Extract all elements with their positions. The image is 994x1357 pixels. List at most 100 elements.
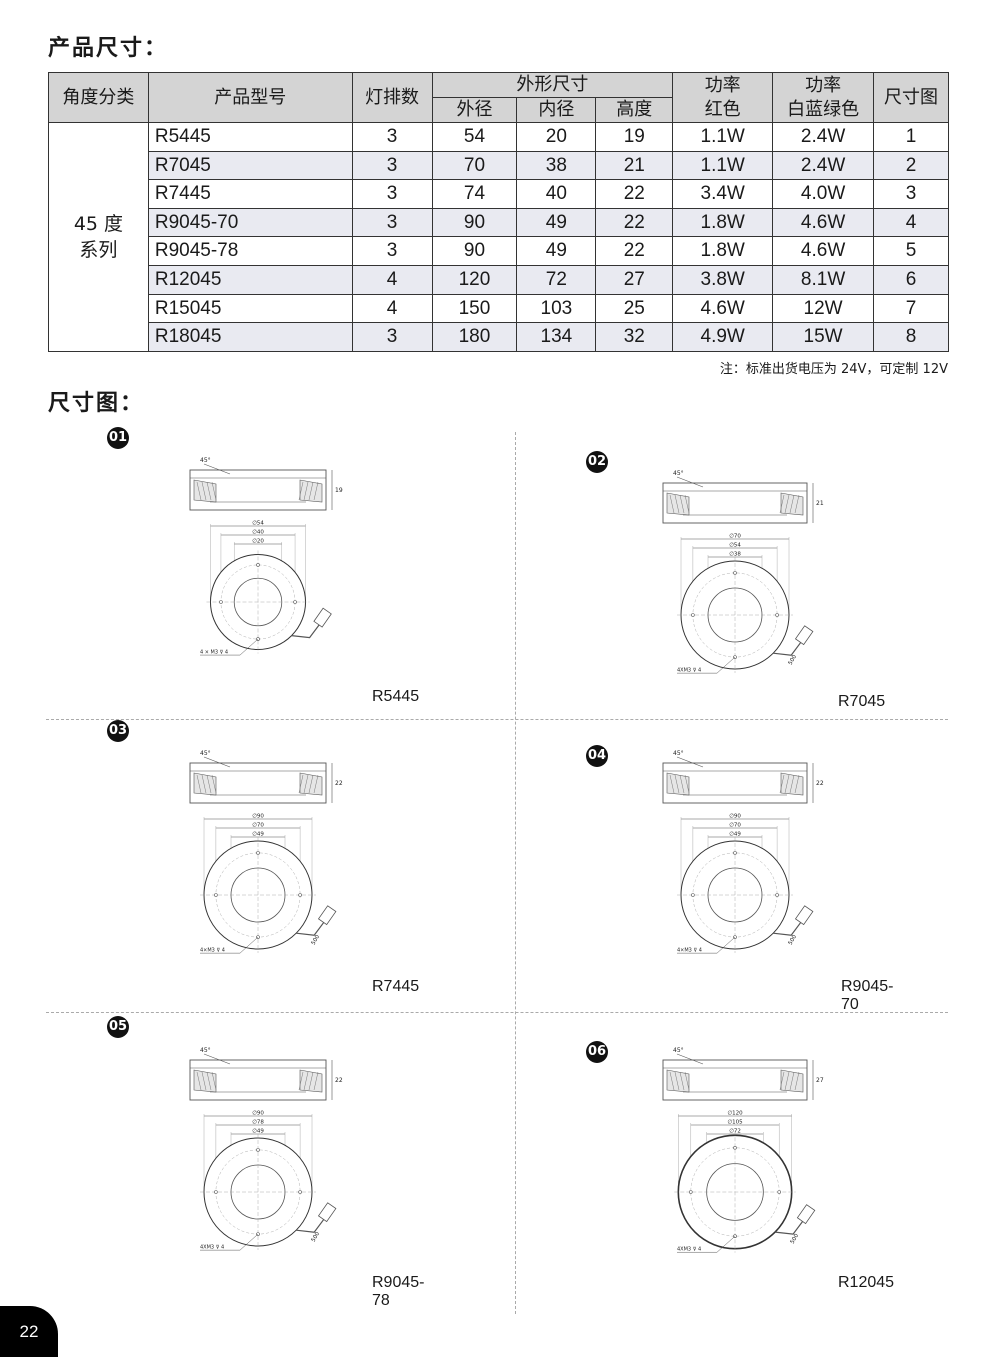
height-label: 21	[816, 500, 824, 507]
cell-power-red: 1.1W	[672, 122, 774, 152]
height-label: 19	[335, 487, 343, 494]
header-model: 产品型号	[147, 72, 353, 123]
cell-power-red: 4.9W	[672, 322, 774, 352]
cell-drawing-no: 6	[873, 264, 949, 295]
cable-length-label: 500	[788, 934, 799, 947]
series-label: 系列	[79, 238, 118, 261]
drawing-number-badge: 04	[586, 745, 608, 767]
dimension-drawing: 45°19∅54∅40∅204 × M3 ⊽ 4	[189, 457, 343, 656]
screw-hole-label: 4×M3 ⊽ 4	[200, 948, 225, 954]
cell-outer-diameter: 180	[431, 322, 518, 352]
diameter-label: ∅70	[729, 823, 741, 829]
height-label: 22	[816, 780, 824, 787]
cell-height: 32	[595, 322, 674, 352]
cell-drawing-no: 2	[873, 150, 949, 181]
diameter-label: ∅78	[252, 1120, 264, 1126]
cell-power-red: 4.6W	[672, 293, 774, 324]
drawing-model-label: R12045	[838, 1274, 895, 1291]
angle-label: 45°	[673, 1047, 684, 1054]
series-cell: 45 度系列	[48, 122, 149, 352]
cell-power-wbg: 4.6W	[772, 236, 875, 266]
vertical-divider	[515, 432, 516, 1314]
angle-label: 45°	[673, 750, 684, 757]
cell-height: 22	[595, 207, 674, 238]
drawing-number-badge: 02	[586, 451, 608, 473]
cell-outer-diameter: 74	[431, 179, 518, 209]
cell-inner-diameter: 38	[516, 150, 597, 181]
cell-drawing-no: 1	[873, 122, 949, 152]
cell-power-wbg: 15W	[772, 322, 875, 352]
cell-rows: 4	[351, 293, 433, 324]
angle-label: 45°	[673, 470, 684, 477]
drawing-model-label: R9045-70	[841, 978, 894, 1013]
cell-height: 22	[595, 236, 674, 266]
angle-label: 45°	[200, 1047, 211, 1054]
cell-inner-diameter: 49	[516, 207, 597, 238]
cell-outer-diameter: 150	[431, 293, 518, 324]
drawing-number-badge: 06	[586, 1041, 608, 1063]
cell-inner-diameter: 72	[516, 264, 597, 295]
cell-rows: 3	[351, 150, 433, 181]
header-rows: 灯排数	[351, 72, 433, 123]
cell-power-wbg: 12W	[772, 293, 875, 324]
cell-inner-diameter: 103	[516, 293, 597, 324]
diameter-label: ∅40	[252, 530, 264, 536]
cell-model: R9045-78	[147, 236, 353, 266]
cell-inner-diameter: 40	[516, 179, 597, 209]
diameter-label: ∅20	[252, 539, 264, 545]
cell-power-wbg: 2.4W	[772, 122, 875, 152]
cable-length-label: 500	[788, 654, 799, 667]
drawing-number-badge: 01	[107, 427, 129, 449]
cell-power-red: 1.8W	[672, 236, 774, 266]
height-label: 27	[816, 1077, 824, 1084]
cell-model: R18045	[147, 322, 353, 352]
cell-model: R7045	[147, 150, 353, 181]
cable-length-label: 500	[790, 1233, 801, 1246]
diameter-label: ∅120	[727, 1111, 743, 1117]
cell-power-wbg: 4.0W	[772, 179, 875, 209]
cell-drawing-no: 5	[873, 236, 949, 266]
cell-power-red: 3.4W	[672, 179, 774, 209]
drawing-model-label: R5445	[372, 688, 420, 705]
height-label: 22	[335, 780, 343, 787]
cell-outer-diameter: 90	[431, 236, 518, 266]
cell-power-wbg: 8.1W	[772, 264, 875, 295]
screw-hole-label: 4XM3 ⊽ 4	[200, 1245, 224, 1251]
dimension-section-title: 尺寸图：	[48, 391, 145, 416]
screw-hole-label: 4 × M3 ⊽ 4	[200, 650, 228, 656]
drawing-model-label: R7445	[372, 978, 420, 995]
cell-outer-diameter: 54	[431, 122, 518, 152]
drawing-number-badge: 05	[107, 1016, 129, 1038]
cell-height: 27	[595, 264, 674, 295]
screw-hole-label: 4XM3 ⊽ 4	[677, 668, 701, 674]
height-label: 22	[335, 1077, 343, 1084]
cell-drawing-no: 7	[873, 293, 949, 324]
cell-height: 19	[595, 122, 674, 152]
cable-length-label: 500	[311, 1231, 322, 1244]
cell-drawing-no: 4	[873, 207, 949, 238]
cell-height: 25	[595, 293, 674, 324]
diameter-label: ∅54	[252, 521, 264, 527]
cell-model: R15045	[147, 293, 353, 324]
cell-outer-diameter: 120	[431, 264, 518, 295]
series-label: 45 度	[73, 212, 124, 235]
cell-rows: 3	[351, 122, 433, 152]
header-od: 外径	[431, 97, 518, 123]
cell-height: 22	[595, 179, 674, 209]
spec-table: 角度分类 产品型号 灯排数 外形尺寸 功率 红色 功率 白蓝绿色 尺寸图 外径 …	[48, 72, 949, 352]
drawing-model-label: R7045	[838, 693, 886, 710]
cell-inner-diameter: 134	[516, 322, 597, 352]
header-power-red-l2: 红色	[704, 98, 741, 120]
cell-rows: 3	[351, 207, 433, 238]
header-dimensions: 外形尺寸	[431, 72, 674, 98]
